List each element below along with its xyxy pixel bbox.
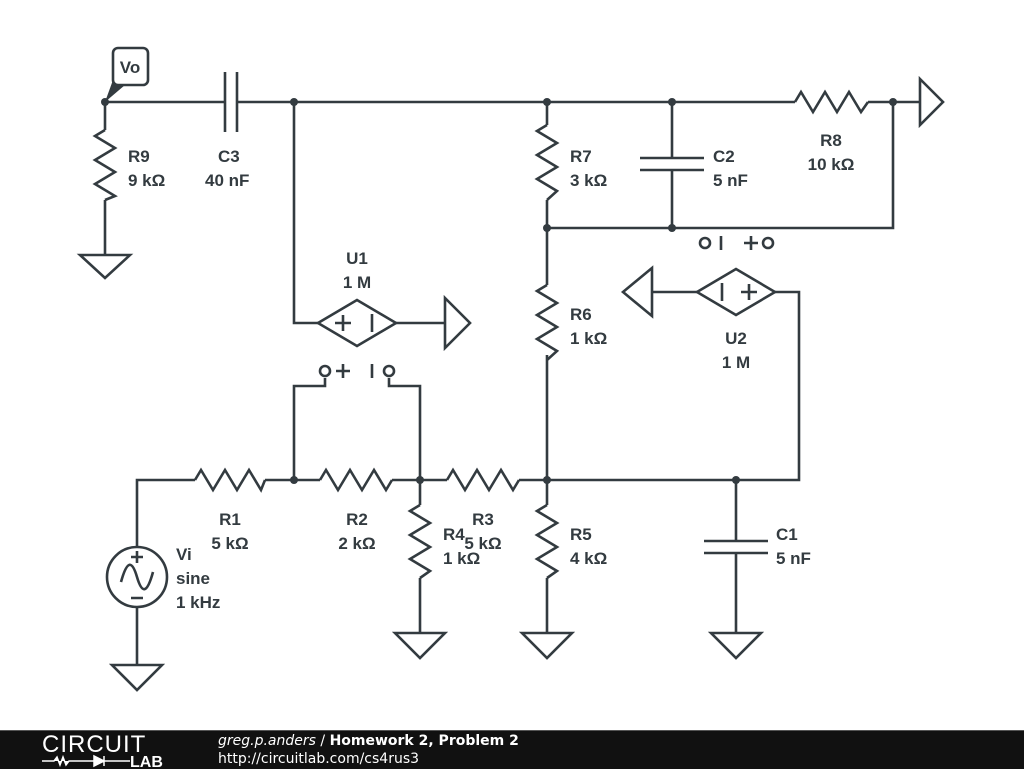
components-R9-name-label: R9 xyxy=(128,147,150,166)
circuitlab-logo[interactable]: CIRCUIT LAB xyxy=(42,731,177,769)
components-C3-value-label: 40 nF xyxy=(205,171,249,190)
components-U2-value-label: 1 M xyxy=(722,353,750,372)
components-C2-name-label: C2 xyxy=(713,147,735,166)
components-R5-value-label: 4 kΩ xyxy=(570,549,607,568)
components-R3-name-label: R3 xyxy=(472,510,494,529)
resistor-r4[interactable]: R4 1 kΩ xyxy=(407,503,480,580)
capacitor-c3[interactable]: C3 40 nF xyxy=(205,72,249,190)
components-R8-name-label: R8 xyxy=(820,131,842,150)
resistor-r7[interactable]: R7 3 kΩ xyxy=(534,123,607,201)
components-R2-name-label: R2 xyxy=(346,510,368,529)
components-R9-value-label: 9 kΩ xyxy=(128,171,165,190)
circuit-title[interactable]: Homework 2, Problem 2 xyxy=(329,733,519,749)
components-Vi-type-label: sine xyxy=(176,569,210,588)
components-R7-name-label: R7 xyxy=(570,147,592,166)
components-R8-value-label: 10 kΩ xyxy=(808,155,855,174)
capacitor-c2[interactable]: C2 5 nF xyxy=(640,147,748,190)
components-R2-value-label: 2 kΩ xyxy=(338,534,375,553)
circuit-url[interactable]: http://circuitlab.com/cs4rus3 xyxy=(218,751,420,767)
resistor-r3[interactable]: R3 5 kΩ xyxy=(445,467,521,553)
components-C1-value-label: 5 nF xyxy=(776,549,811,568)
components-C1-name-label: C1 xyxy=(776,525,798,544)
footer-bar: CIRCUIT LAB greg.p.anders / Homework 2, … xyxy=(0,730,1024,769)
components-R3-value-label: 5 kΩ xyxy=(464,534,501,553)
resistor-r5[interactable]: R5 4 kΩ xyxy=(534,503,607,580)
components-Vi-freq-label: 1 kHz xyxy=(176,593,220,612)
components-R1-value-label: 5 kΩ xyxy=(211,534,248,553)
components-R6-value-label: 1 kΩ xyxy=(570,329,607,348)
components-U1-value-label: 1 M xyxy=(343,273,371,292)
dependent-source-u1[interactable]: U11 M xyxy=(315,249,472,378)
svg-text:LAB: LAB xyxy=(130,754,163,769)
resistor-r6[interactable]: R6 1 kΩ xyxy=(534,283,607,361)
components-C2-value-label: 5 nF xyxy=(713,171,748,190)
resistor-r2[interactable]: R2 2 kΩ xyxy=(318,467,394,553)
components-R5-name-label: R5 xyxy=(570,525,592,544)
resistor-r9[interactable]: R9 9 kΩ xyxy=(92,128,165,202)
wires xyxy=(103,100,920,665)
ground-symbols xyxy=(76,75,945,692)
components-R7-value-label: 3 kΩ xyxy=(570,171,607,190)
resistor-r8[interactable]: R8 10 kΩ xyxy=(793,89,870,174)
capacitor-c1[interactable]: C1 5 nF xyxy=(704,525,811,568)
components-Vi-name-label: Vi xyxy=(176,545,192,564)
components-R4-value-label: 1 kΩ xyxy=(443,549,480,568)
components-R6-name-label: R6 xyxy=(570,305,592,324)
components-R4-name-label: R4 xyxy=(443,525,465,544)
voltage-source-vi[interactable]: Vi sine 1 kHz xyxy=(105,545,220,612)
net-label-text: Vo xyxy=(120,58,140,77)
net-label-vo[interactable]: Vo xyxy=(105,46,150,102)
author-link[interactable]: greg.p.anders xyxy=(218,733,316,749)
logo-circuit-icon: LAB xyxy=(42,754,163,769)
components-U2-name-label: U2 xyxy=(725,329,747,348)
schematic: Vo R9 9 kΩ R7 3 kΩ R6 1 kΩ R8 10 kΩ R1 5 kΩ R… xyxy=(76,46,945,692)
dependent-source-u2[interactable]: U21 M xyxy=(620,236,778,372)
footer-logo_top-label: CIRCUIT xyxy=(42,731,147,758)
resistor-r1[interactable]: R1 5 kΩ xyxy=(193,467,267,553)
footer-separator-label: / xyxy=(315,733,330,749)
components-C3-name-label: C3 xyxy=(218,147,240,166)
components-U1-name-label: U1 xyxy=(346,249,368,268)
components-R1-name-label: R1 xyxy=(219,510,241,529)
